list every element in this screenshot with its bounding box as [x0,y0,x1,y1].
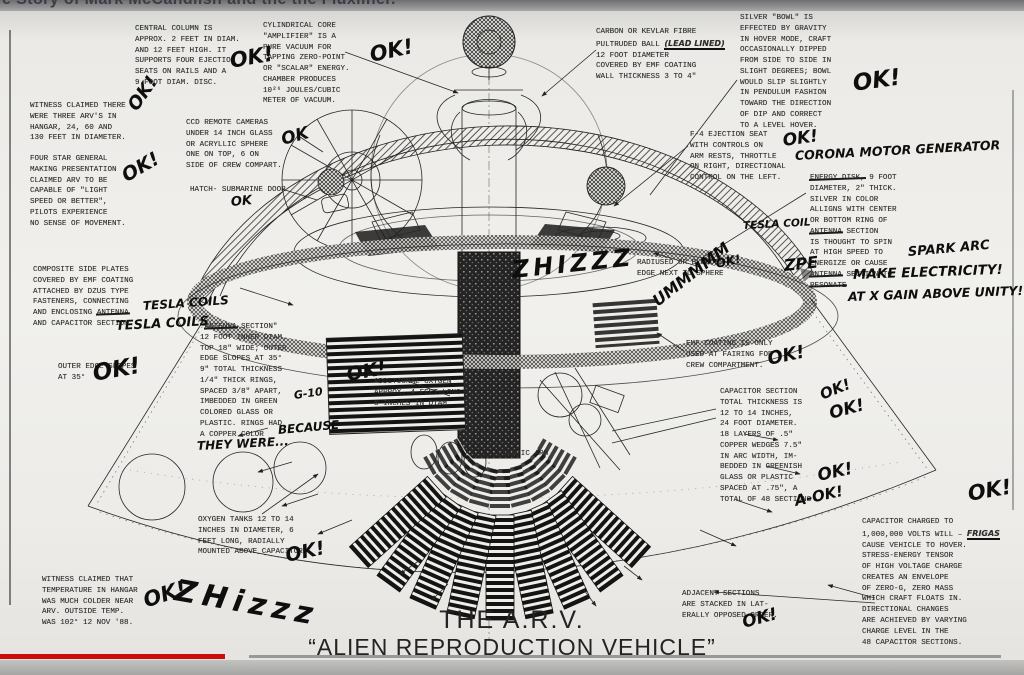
handwritten-note: ZPE [782,252,819,275]
video-progress-bar[interactable] [0,654,1024,660]
video-title-cropped: e Story of Mark McCandlish and the the F… [2,0,396,9]
capacitor-fan [348,437,652,621]
video-title-bar: e Story of Mark McCandlish and the the F… [0,0,1024,11]
tesla-ring-stack [325,297,660,435]
player-bottom-strip [0,660,1024,675]
mid-ring [177,235,839,389]
oxygen-tanks [118,434,487,521]
note-robotic-arm: ROBOTIC ARM [498,450,549,458]
note-hatch: HATCH- SUBMARINE DOOR [190,186,286,194]
handwritten-note: OK [230,193,253,210]
robotic-arm-machinery [537,367,631,471]
diagram-title: THE A.R.V. [439,606,585,634]
surface-arrows [237,427,801,607]
leader-lines [239,49,876,604]
scan-page-edge-left [9,30,11,605]
note-antenna-section: "ANTENNA SECTION"12 FOOT INNER DIAM.TOP … [200,323,287,439]
video-progress-played[interactable] [0,654,225,659]
scan-page-edge-right [1012,90,1014,510]
video-progress-remaining[interactable] [249,655,1001,658]
top-sensor-ball [455,15,523,91]
